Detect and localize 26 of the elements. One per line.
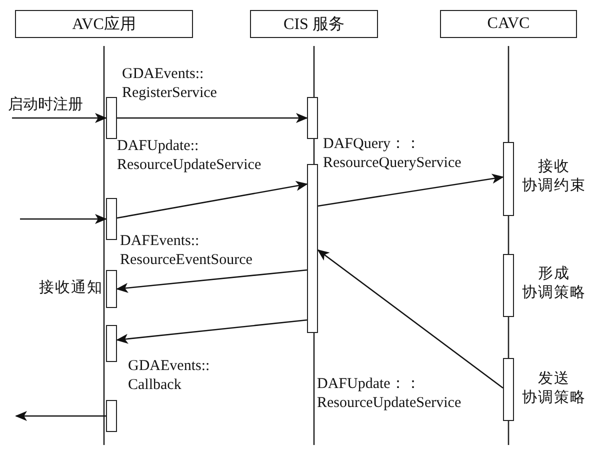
activation-bar	[106, 270, 117, 308]
activation-bar	[503, 142, 514, 216]
activation-bar	[106, 400, 117, 432]
activation-bar	[503, 358, 514, 421]
message-label: DAFUpdate：： ResourceUpdateService	[317, 375, 462, 413]
message-arrow	[117, 113, 308, 123]
lifeline-header: CAVC	[440, 10, 577, 38]
activation-bar	[106, 325, 117, 362]
message-arrow	[12, 113, 107, 123]
message-label: DAFQuery：： ResourceQueryService	[323, 135, 462, 173]
message-label: GDAEvents:: RegisterService	[122, 65, 217, 103]
message-arrow	[116, 269, 308, 293]
message-arrow	[20, 214, 107, 224]
activation-bar	[307, 164, 318, 333]
lifeline-header: AVC应用	[15, 10, 193, 38]
message-arrow	[15, 411, 106, 421]
activation-bar	[106, 97, 117, 139]
message-arrow	[116, 181, 308, 219]
activation-bar	[503, 254, 514, 317]
activation-bar	[307, 97, 318, 139]
message-arrow	[116, 319, 308, 344]
lifeline-header: CIS 服务	[250, 10, 378, 38]
message-arrow	[317, 249, 504, 389]
message-arrow	[318, 174, 504, 207]
activation-bar	[106, 198, 117, 240]
message-label: DAFUpdate:: ResourceUpdateService	[117, 137, 262, 175]
